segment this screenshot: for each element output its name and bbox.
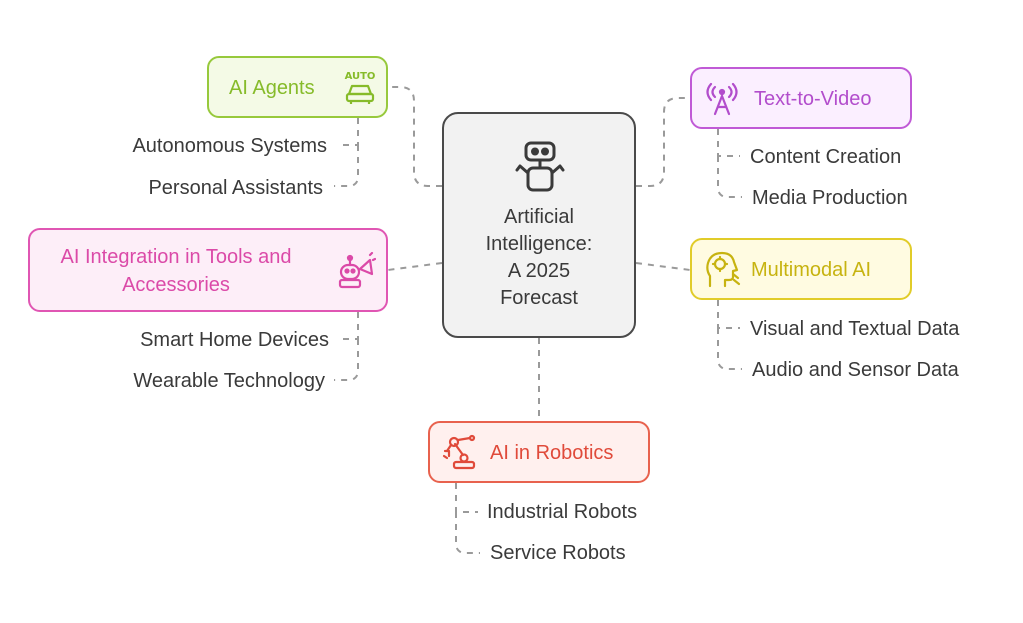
broadcast-icon: [706, 82, 738, 116]
connector-autonomous-systems: [340, 118, 359, 146]
leaf-wearable-technology[interactable]: Wearable Technology: [133, 370, 325, 392]
robot-icon: [515, 141, 565, 192]
leaf-visual-textual-data[interactable]: Visual and Textual Data: [750, 318, 960, 340]
svg-text:AUTO: AUTO: [345, 71, 376, 82]
branch-multimodal-ai-label: Multimodal AI: [751, 259, 872, 281]
connector-audio-sensor: [717, 328, 742, 370]
branch-text-to-video-label: Text-to-Video: [754, 88, 872, 110]
connector-media-production: [717, 156, 742, 198]
connector-multimodal: [635, 262, 691, 271]
head-gear-icon: [706, 251, 741, 288]
branch-ai-agents-label: AI Agents: [229, 77, 315, 99]
leaf-service-robots[interactable]: Service Robots: [490, 542, 626, 564]
branch-ai-agents[interactable]: AI Agents AUTO: [207, 56, 388, 118]
branch-ai-in-robotics[interactable]: AI in Robotics: [428, 421, 650, 483]
leaf-content-creation[interactable]: Content Creation: [750, 146, 902, 168]
connector-smart-home: [340, 312, 359, 340]
leaf-industrial-robots[interactable]: Industrial Robots: [487, 501, 638, 523]
leaf-personal-assistants[interactable]: Personal Assistants: [148, 177, 323, 199]
connector-content-creation: [717, 129, 740, 157]
connector-personal-assistants: [334, 145, 359, 187]
branch-text-to-video[interactable]: Text-to-Video: [690, 67, 912, 129]
leaf-audio-sensor-data[interactable]: Audio and Sensor Data: [752, 359, 959, 381]
central-topic-title: Artificial Intelligence: A 2025 Forecast: [485, 206, 593, 309]
branch-multimodal-ai[interactable]: Multimodal AI: [690, 238, 912, 300]
leaf-smart-home-devices[interactable]: Smart Home Devices: [140, 329, 329, 351]
connector-service: [455, 512, 480, 554]
leaf-autonomous-systems[interactable]: Autonomous Systems: [132, 135, 327, 157]
connector-text-to-video: [636, 97, 690, 187]
robot-arm-icon: [442, 434, 476, 470]
branch-ai-integration[interactable]: AI Integration in Tools and Accessories: [28, 228, 388, 312]
connector-agents: [388, 86, 442, 187]
auto-car-icon: AUTO: [345, 71, 376, 104]
connector-wearable: [334, 339, 359, 381]
leaf-media-production[interactable]: Media Production: [752, 187, 908, 209]
central-topic-node[interactable]: Artificial Intelligence: A 2025 Forecast: [442, 112, 636, 338]
connector-integration: [387, 262, 443, 271]
connector-industrial: [455, 483, 478, 513]
branch-ai-in-robotics-label: AI in Robotics: [490, 442, 614, 464]
robot-megaphone-icon: [338, 252, 376, 289]
branch-ai-integration-label: AI Integration in Tools and Accessories: [60, 246, 292, 296]
connector-visual-textual: [717, 300, 740, 329]
